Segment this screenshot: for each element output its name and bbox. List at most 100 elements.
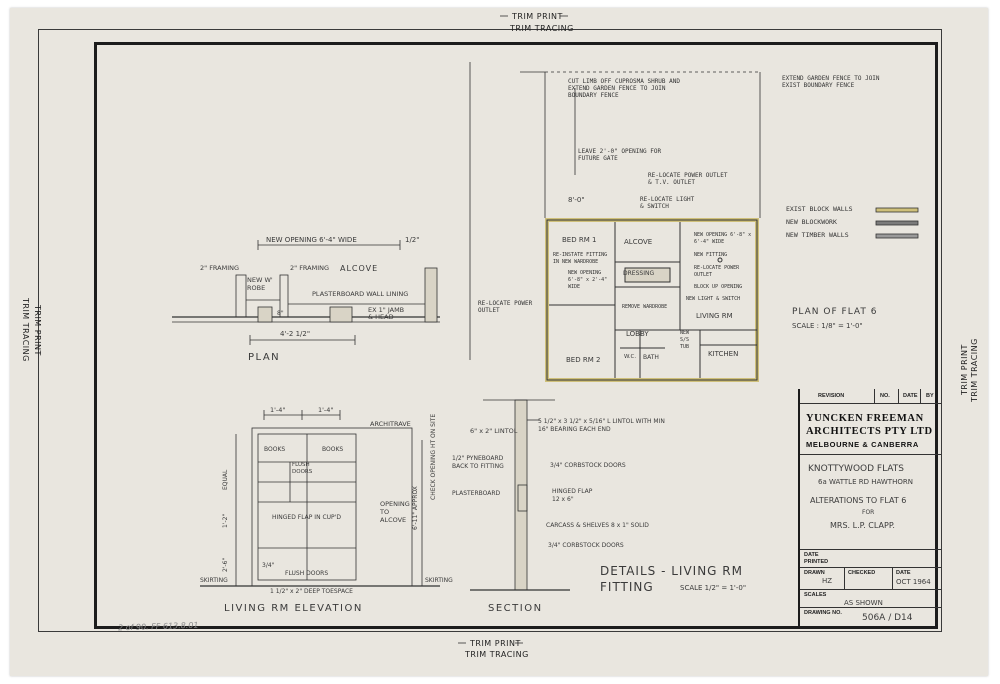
trim-label-bottom-print: TRIM PRINT <box>470 639 521 648</box>
flat-note-relocate-power-tv: RE-LOCATE POWER OUTLET & T.V. OUTLET <box>648 172 728 186</box>
plan-lining-note: PLASTERBOARD WALL LINING <box>312 290 409 298</box>
flat-dim-80: 8'-0" <box>568 196 585 204</box>
section-pyneboard: 1/2" PYNEBOARD BACK TO FITTING <box>452 455 504 470</box>
rev-header-no: NO. <box>880 393 890 399</box>
flat-note-new-opening-right: NEW OPENING 6'-8" x 6'-4" WIDE <box>694 232 752 245</box>
scales-value: AS SHOWN <box>844 599 883 607</box>
section-corbstock-1: 3/4" CORBSTOCK DOORS <box>550 462 626 469</box>
project-line3: ALTERATIONS TO FLAT 6 <box>810 496 907 505</box>
plan-caption: PLAN <box>248 352 281 363</box>
rev-header-by: BY <box>926 393 934 399</box>
flat-room-living: LIVING RM <box>696 312 733 320</box>
flat-room-bed2: BED RM 2 <box>566 356 601 364</box>
section-caption: SECTION <box>488 603 543 614</box>
elevation-flush-doors-top: FLUSH DOORS <box>292 462 313 475</box>
elevation-caption: LIVING RM ELEVATION <box>224 603 363 614</box>
elevation-dim-right: 1'-4" <box>318 406 334 414</box>
firm-name-line2: ARCHITECTS PTY LTD <box>806 426 933 437</box>
date-printed-label: DATE PRINTED <box>804 552 829 565</box>
elevation-flush-doors-bottom: FLUSH DOORS <box>285 570 329 577</box>
flat-note-relocate-light: RE-LOCATE LIGHT & SWITCH <box>640 196 695 210</box>
outer-border <box>38 29 942 632</box>
date-label: DATE <box>896 570 911 576</box>
section-hinged-flap: HINGED FLAP 12 x 6" <box>552 488 593 503</box>
legend-new-blockwork: NEW BLOCKWORK <box>786 218 837 226</box>
elevation-architrave: ARCHITRAVE <box>370 420 411 428</box>
plan-room-alcove: ALCOVE <box>340 264 379 273</box>
flat-room-alcove: ALCOVE <box>624 238 653 246</box>
date-value: OCT 1964 <box>896 578 931 586</box>
project-line4: FOR <box>862 509 875 516</box>
flat-note-reinstate: RE-INSTATE FITTING IN NEW WARDROBE <box>553 252 608 265</box>
plan-right-dimension: 1/2" <box>405 236 420 244</box>
elevation-opening: OPENING TO ALCOVE <box>380 500 410 524</box>
flat-note-new-fitting: NEW FITTING <box>694 252 728 258</box>
section-corbstock-2: 3/4" CORBSTOCK DOORS <box>548 542 624 549</box>
elevation-books-right: BOOKS <box>322 446 344 453</box>
flat-plan-title: PLAN OF FLAT 6 <box>792 307 878 317</box>
elevation-skirting-right: SKIRTING <box>425 577 453 584</box>
details-title-line2: FITTING <box>600 580 654 594</box>
plan-framing-mid: 2" FRAMING <box>290 264 330 272</box>
legend-exist-block: EXIST BLOCK WALLS <box>786 205 853 213</box>
details-title-line1: DETAILS - LIVING RM <box>600 564 743 578</box>
elevation-skirting-left: SKIRTING <box>200 577 228 584</box>
elevation-dim-34: 3/4" <box>262 562 275 569</box>
elevation-toespace: 1 1/2" x 2" DEEP TOESPACE <box>270 588 353 595</box>
flat-plan-scale: SCALE : 1/8" = 1'-0" <box>792 322 863 330</box>
section-plasterboard: PLASTERBOARD <box>452 490 501 497</box>
elevation-hinged-flap: HINGED FLAP IN CUP'D <box>272 514 341 521</box>
flat-room-kitchen: KITCHEN <box>708 350 739 358</box>
elevation-books-left: BOOKS <box>264 446 286 453</box>
elevation-dim-left: 1'-4" <box>270 406 286 414</box>
plan-ex-jamb: EX 1" JAMB & HEAD <box>368 306 405 321</box>
drawing-sheet <box>10 8 988 676</box>
flat-room-wc: W.C. <box>624 354 637 360</box>
plan-top-dimension: NEW OPENING 6'-4" WIDE <box>266 236 357 244</box>
flat-note-relocate-power-outlet: RE-LOCATE POWER OUTLET <box>478 300 533 314</box>
section-lintol-right: 5 1/2" x 3 1/2" x 5/16" L LINTOL WITH MI… <box>538 418 665 433</box>
trim-label-top-tracing: TRIM TRACING <box>510 24 574 33</box>
elevation-approx: 6'-11" APPROX <box>412 486 419 530</box>
section-lintol-left: 6" x 2" LINTOL <box>470 427 518 435</box>
elevation-check-opening: CHECK OPENING HT ON SITE <box>430 413 437 500</box>
flat-room-dressing: DRESSING <box>623 270 655 277</box>
project-line5: MRS. L.P. CLAPP. <box>830 521 895 530</box>
trim-label-bottom-tracing: TRIM TRACING <box>465 650 529 659</box>
drawn-value: HZ <box>822 577 833 585</box>
plan-dim-8: 8" <box>277 310 284 317</box>
title-block: REVISION NO. DATE BY YUNCKEN FREEMAN ARC… <box>798 389 941 628</box>
checked-label: CHECKED <box>848 570 876 576</box>
elevation-dim-12: 1'-2" <box>222 513 229 528</box>
trim-label-top-print: TRIM PRINT <box>512 12 563 21</box>
details-title-scale: SCALE 1/2" = 1'-0" <box>680 584 747 592</box>
rev-header-date: DATE <box>903 393 918 399</box>
flat-room-bed1: BED RM 1 <box>562 236 597 244</box>
elevation-equal: EQUAL <box>222 469 229 490</box>
plan-bottom-dimension: 4'-2 1/2" <box>280 330 311 338</box>
drawing-no-label: DRAWING NO. <box>804 610 842 616</box>
flat-note-new-opening-left: NEW OPENING 6'-8" x 2'-4" WIDE <box>568 270 608 290</box>
plan-new-wrobe: NEW W' ROBE <box>247 276 273 292</box>
rev-header-revision: REVISION <box>818 393 845 399</box>
flat-note-relocate-power: RE-LOCATE POWER OUTLET <box>694 265 740 278</box>
scales-label: SCALES <box>804 592 827 598</box>
project-line1: KNOTTYWOOD FLATS <box>808 464 904 474</box>
drawing-frame <box>94 42 938 629</box>
flat-note-extend-fence: EXTEND GARDEN FENCE TO JOIN EXIST BOUNDA… <box>782 75 880 89</box>
flat-note-leave-opening: LEAVE 2'-0" OPENING FOR FUTURE GATE <box>578 148 662 162</box>
legend-new-timber: NEW TIMBER WALLS <box>786 231 849 239</box>
drawn-label: DRAWN <box>804 570 825 576</box>
section-carcass: CARCASS & SHELVES 8 x 1" SOLID <box>546 522 649 529</box>
firm-location: MELBOURNE & CANBERRA <box>806 440 919 449</box>
drawing-no-value: 506A / D14 <box>862 613 913 623</box>
firm-name-line1: YUNCKEN FREEMAN <box>806 413 924 424</box>
flat-room-lobby: LOBBY <box>626 330 649 338</box>
plan-framing-left: 2" FRAMING <box>200 264 240 272</box>
flat-note-remove-wardrobe: REMOVE WARDROBE <box>622 304 668 310</box>
flat-note-block-up: BLOCK UP OPENING <box>694 284 743 290</box>
flat-room-bath: BATH <box>643 354 659 361</box>
flat-note-new-tub: NEW S/S TUB <box>680 330 690 350</box>
elevation-dim-26: 2'-6" <box>222 557 229 572</box>
